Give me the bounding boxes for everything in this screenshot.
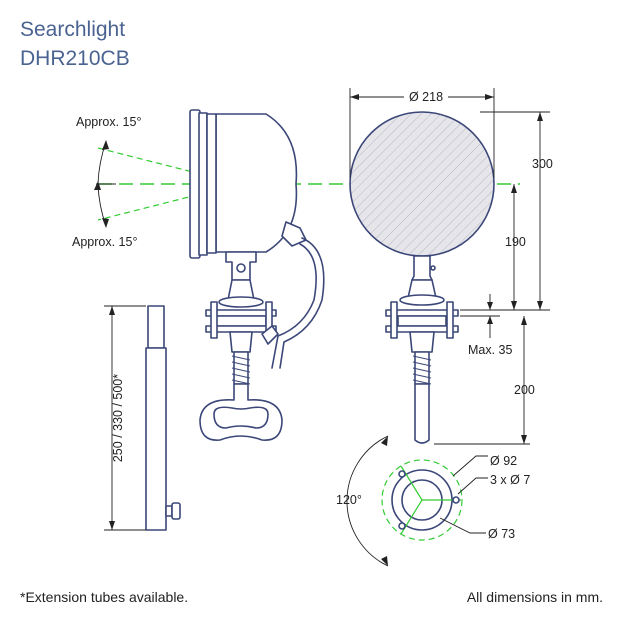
front-flange-hub: [397, 315, 447, 327]
bolt-circle: [381, 459, 463, 541]
side-view: Approx. 15° Approx. 15°: [72, 109, 520, 441]
leader-d92: [452, 455, 488, 477]
tube-top-section: [147, 305, 165, 349]
height-200-label: 200: [514, 383, 535, 397]
angle-label-top: Approx. 15°: [76, 115, 141, 129]
leader-d73: [439, 517, 486, 534]
angle-120-arc: [346, 435, 389, 567]
mount-hole-2: [452, 496, 460, 504]
footnote-dimensions: All dimensions in mm.: [467, 589, 603, 605]
front-yoke: [411, 255, 433, 281]
holes-label: 3 x Ø 7: [490, 473, 530, 487]
front-spring-coils: [412, 355, 432, 385]
spring-coils: [231, 355, 251, 385]
front-yoke-bolt: [430, 265, 436, 271]
cable: [279, 237, 325, 369]
extension-tube: 250 / 330 / 500*: [104, 305, 181, 531]
handle-grip-hole: [213, 406, 269, 429]
max-35-label: Max. 35: [468, 343, 513, 357]
beam-cone: [97, 147, 241, 221]
title-line2: DHR210CB: [20, 47, 130, 70]
diameter-73-label: Ø 73: [488, 527, 515, 541]
lower-hub: [229, 331, 253, 353]
lens-glass: [350, 112, 494, 256]
cable-inner: [271, 243, 317, 369]
front-bolt-right: [446, 301, 454, 339]
front-pedestal-flange: [399, 294, 445, 306]
rim-band-2: [206, 113, 217, 254]
tube-set-screw: [165, 505, 173, 517]
pedestal-flange: [218, 296, 264, 308]
title-line1: Searchlight: [20, 18, 125, 41]
height-190-label: 190: [505, 235, 526, 249]
front-bolt-left: [390, 301, 398, 339]
diameter-218-label: Ø 218: [409, 90, 443, 104]
tube-screw-knob: [171, 502, 181, 520]
control-handle: [199, 383, 283, 441]
front-lower-hub: [409, 331, 435, 353]
locking-lever: [261, 325, 279, 345]
lamp-housing: [215, 113, 298, 253]
mount-hole-3: [398, 522, 406, 530]
angle-120-label: 120°: [336, 493, 362, 507]
flange-hub: [215, 315, 267, 327]
height-300-label: 300: [532, 157, 553, 171]
cable-gland: [281, 221, 307, 247]
front-view: Ø 218 300 190 Max. 35 200: [349, 88, 553, 445]
angle-label-bottom: Approx. 15°: [72, 235, 137, 249]
mount-hole-1: [398, 470, 406, 478]
leader-holes: [457, 477, 488, 495]
tube-length-label: 250 / 330 / 500*: [111, 374, 125, 462]
front-handle: [414, 383, 430, 444]
yoke-bolt: [236, 263, 246, 273]
tube-body: [145, 347, 167, 531]
diameter-92-label: Ø 92: [490, 454, 517, 468]
rim-band-1: [198, 112, 208, 256]
flange-bolt-left: [210, 301, 218, 339]
footnote-extension: *Extension tubes available.: [20, 589, 188, 605]
base-plate-view: 120° Ø 92 3 x Ø 7 Ø 73: [336, 435, 530, 567]
